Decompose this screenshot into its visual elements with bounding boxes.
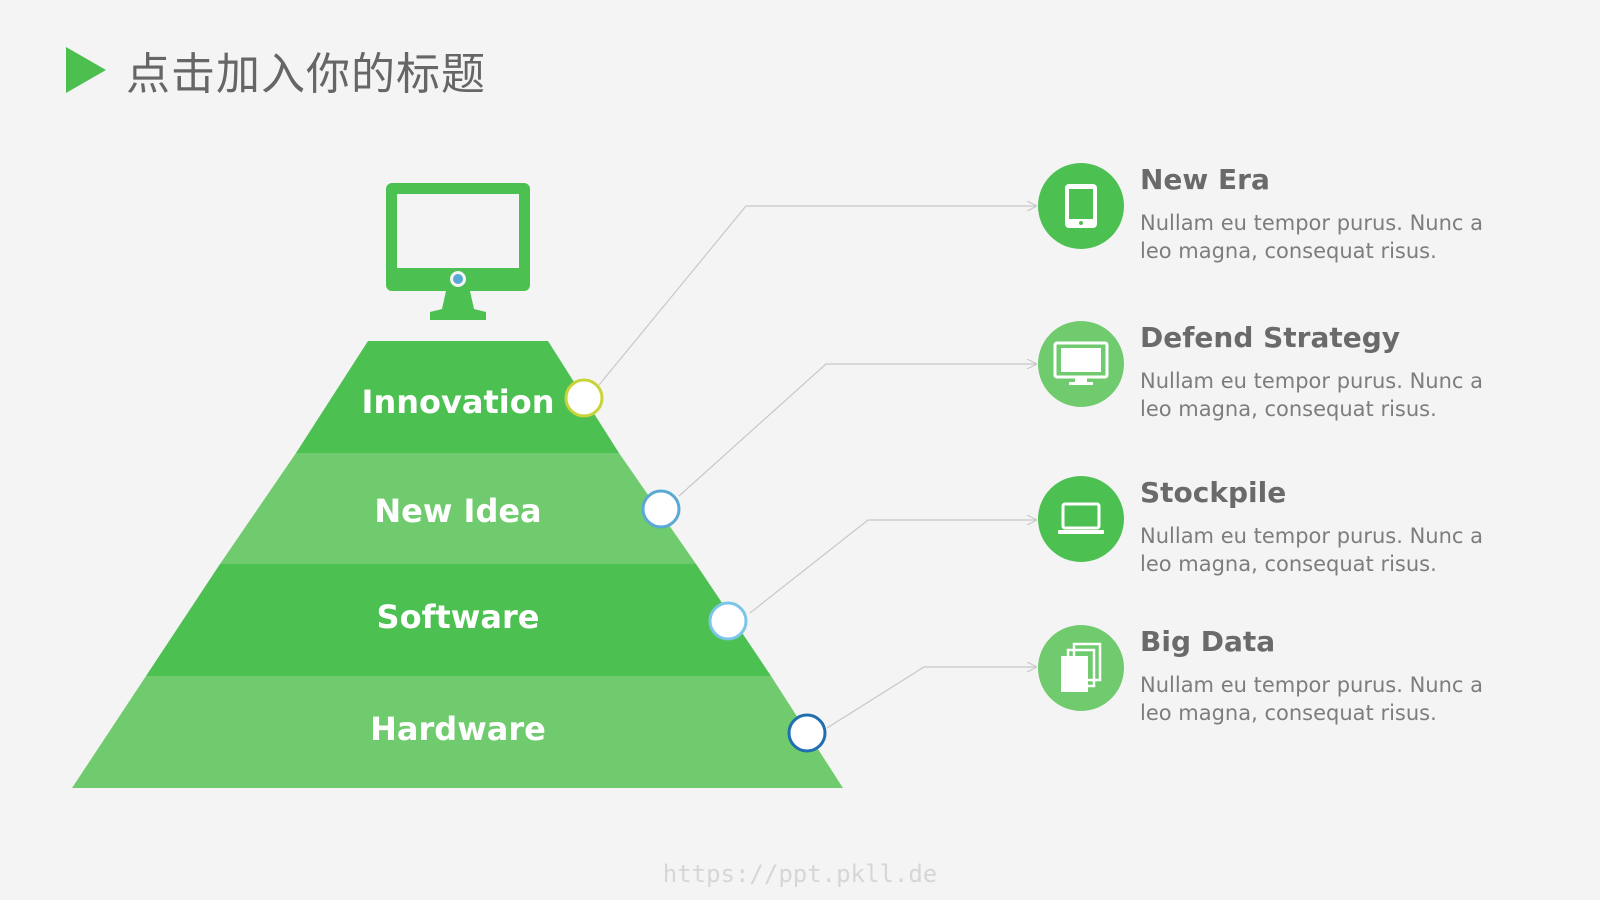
pyramid-tier-software [146, 564, 771, 676]
item-desc: Nullam eu tempor purus. Nunc a leo magna… [1140, 673, 1483, 725]
pyramid-tier-hardware [72, 676, 843, 788]
node-hardware[interactable] [787, 713, 827, 753]
documents-icon [1061, 642, 1102, 692]
monitor-icon [386, 183, 530, 320]
monitor-icon [1053, 341, 1109, 385]
pyramid-tier-innovation [296, 341, 619, 453]
node-software[interactable] [708, 601, 748, 641]
play-arrow-icon [66, 47, 106, 93]
laptop-icon [1058, 502, 1104, 534]
item-title: New Era [1140, 163, 1270, 196]
item-desc: Nullam eu tempor purus. Nunc a leo magna… [1140, 369, 1483, 421]
item-new-era: New Era Nullam eu tempor purus. Nunc a l… [1038, 163, 1558, 273]
connector-software [749, 520, 1036, 614]
laptop-icon-circle[interactable] [1038, 476, 1124, 562]
monitor-icon-circle[interactable] [1038, 321, 1124, 407]
connector-innovation [598, 206, 1036, 386]
node-new-idea[interactable] [641, 489, 681, 529]
tier-label-innovation: Innovation [362, 383, 555, 421]
tablet-icon [1065, 184, 1097, 228]
item-title: Defend Strategy [1140, 321, 1401, 354]
pyramid-tier-new-idea [220, 453, 696, 564]
tier-label-new-idea: New Idea [374, 492, 541, 530]
title-row: 点击加入你的标题 [66, 40, 486, 100]
item-stockpile: Stockpile Nullam eu tempor purus. Nunc a… [1038, 476, 1558, 586]
item-desc: Nullam eu tempor purus. Nunc a leo magna… [1140, 211, 1483, 263]
documents-icon-circle[interactable] [1038, 625, 1124, 711]
tablet-icon-circle[interactable] [1038, 163, 1124, 249]
item-desc: Nullam eu tempor purus. Nunc a leo magna… [1140, 524, 1483, 576]
footer-watermark: https://ppt.pkll.de [662, 860, 938, 888]
node-innovation[interactable] [564, 378, 604, 418]
item-big-data: Big Data Nullam eu tempor purus. Nunc a … [1038, 625, 1558, 735]
item-defend-strategy: Defend Strategy Nullam eu tempor purus. … [1038, 321, 1558, 431]
item-title: Big Data [1140, 625, 1276, 658]
slide-title[interactable]: 点击加入你的标题 [126, 49, 486, 100]
connector-hardware [826, 667, 1036, 729]
connector-new-idea [678, 364, 1036, 497]
tier-label-software: Software [377, 598, 540, 636]
tier-label-hardware: Hardware [370, 710, 546, 748]
item-title: Stockpile [1140, 476, 1287, 509]
